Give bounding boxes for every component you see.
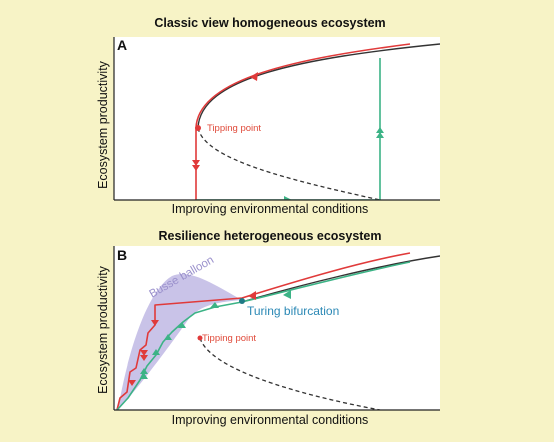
panel-b-green-arrow-2 xyxy=(152,349,160,355)
panel-a-recovery-path xyxy=(196,58,381,200)
panel-b-green-arrow-1 xyxy=(140,368,148,379)
panel-b-tipping-point-label: Tipping point xyxy=(202,333,256,344)
panel-b-title: Resilience heterogeneous ecosystem xyxy=(158,229,381,243)
busse-balloon xyxy=(118,273,242,410)
panel-a-title: Classic view homogeneous ecosystem xyxy=(154,16,385,30)
panel-b-red-arrow-2 xyxy=(151,320,159,326)
panel-b-label: B xyxy=(117,247,127,263)
panel-b-tipping-point-marker xyxy=(197,335,203,341)
turing-bifurcation-marker xyxy=(239,298,245,304)
panel-a-y-axis-label: Ecosystem productivity xyxy=(96,60,110,189)
panel-b-x-axis-label: Improving environmental conditions xyxy=(172,413,369,427)
panel-a-tipping-point-marker xyxy=(195,125,201,131)
panel-b-unstable-branch xyxy=(199,337,381,410)
panel-b-green-arrow-5 xyxy=(210,302,219,308)
panel-b-degradation-path xyxy=(116,252,411,410)
panel-b-green-arrow-3 xyxy=(164,334,172,340)
panel-b-red-arrow-3 xyxy=(140,350,148,361)
panel-b-recovery-path xyxy=(116,261,411,410)
panel-a-tipping-point-label: Tipping point xyxy=(207,123,261,134)
panel-a-stable-branch xyxy=(197,43,440,129)
turing-bifurcation-label: Turing bifurcation xyxy=(247,304,339,318)
panel-b-y-axis-label: Ecosystem productivity xyxy=(96,265,110,394)
panel-a-x-axis-label: Improving environmental conditions xyxy=(172,202,369,216)
panel-b-green-arrow-6 xyxy=(283,290,291,299)
panel-b-red-arrow-4 xyxy=(128,380,136,386)
panel-a-red-arrow-1 xyxy=(250,72,258,81)
panel-a-green-arrow-right xyxy=(284,196,292,200)
panel-b-green-arrow-4 xyxy=(178,322,186,328)
panel-a-plot-area xyxy=(114,37,440,200)
panel-a-green-arrow-up xyxy=(376,127,384,138)
panel-a-label: A xyxy=(117,37,127,53)
panel-a-red-arrow-down xyxy=(192,160,200,171)
panel-b-red-arrow-1 xyxy=(248,291,256,300)
panel-b-stable-branch xyxy=(241,255,440,303)
